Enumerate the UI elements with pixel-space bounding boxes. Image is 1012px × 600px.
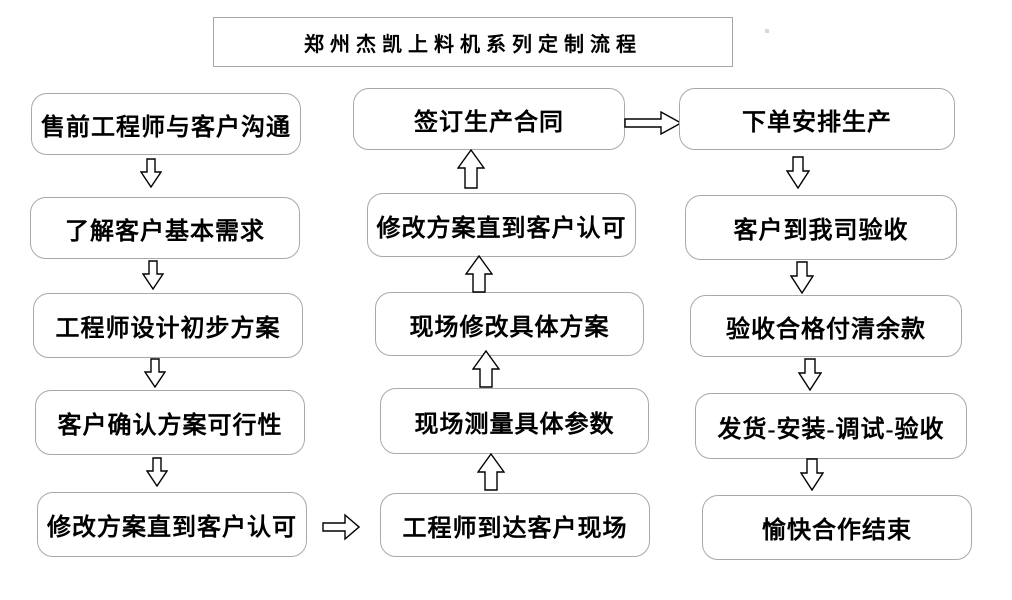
arrow-down-icon (790, 261, 814, 294)
arrow-right-icon (624, 111, 682, 135)
node-customer-acceptance: 客户到我司验收 (685, 195, 957, 260)
arrow-down-icon (140, 158, 162, 188)
flowchart-title-box: 郑州杰凯上料机系列定制流程 (213, 17, 733, 67)
node-ship-install-debug-accept: 发货-安装-调试-验收 (695, 393, 967, 459)
arrow-up-icon (465, 255, 493, 293)
arrow-down-icon (144, 358, 166, 388)
node-presale-communication: 售前工程师与客户沟通 (31, 93, 301, 155)
arrow-up-icon (472, 350, 500, 388)
node-engineer-arrives-onsite: 工程师到达客户现场 (380, 493, 650, 557)
arrow-up-icon (457, 149, 485, 189)
stray-dot (765, 29, 769, 33)
node-revise-until-approved: 修改方案直到客户认可 (37, 492, 307, 557)
node-onsite-modify-plan: 现场修改具体方案 (375, 292, 644, 356)
node-happy-cooperation-end: 愉快合作结束 (702, 495, 972, 560)
node-sign-contract: 签订生产合同 (353, 88, 625, 150)
node-onsite-measure-params: 现场测量具体参数 (380, 388, 649, 454)
node-place-order: 下单安排生产 (679, 88, 955, 150)
node-understand-needs: 了解客户基本需求 (30, 197, 300, 259)
node-confirm-feasibility: 客户确认方案可行性 (35, 390, 305, 455)
arrow-right-icon (322, 513, 360, 541)
node-pay-balance: 验收合格付清余款 (690, 295, 962, 357)
arrow-down-icon (786, 156, 810, 189)
arrow-down-icon (146, 457, 168, 487)
node-revise-until-approved-2: 修改方案直到客户认可 (367, 193, 636, 257)
arrow-down-icon (800, 458, 824, 491)
flowchart-title: 郑州杰凯上料机系列定制流程 (304, 33, 642, 56)
arrow-up-icon (477, 453, 505, 491)
node-initial-design: 工程师设计初步方案 (33, 293, 303, 358)
arrow-down-icon (142, 260, 164, 290)
arrow-down-icon (798, 358, 822, 391)
